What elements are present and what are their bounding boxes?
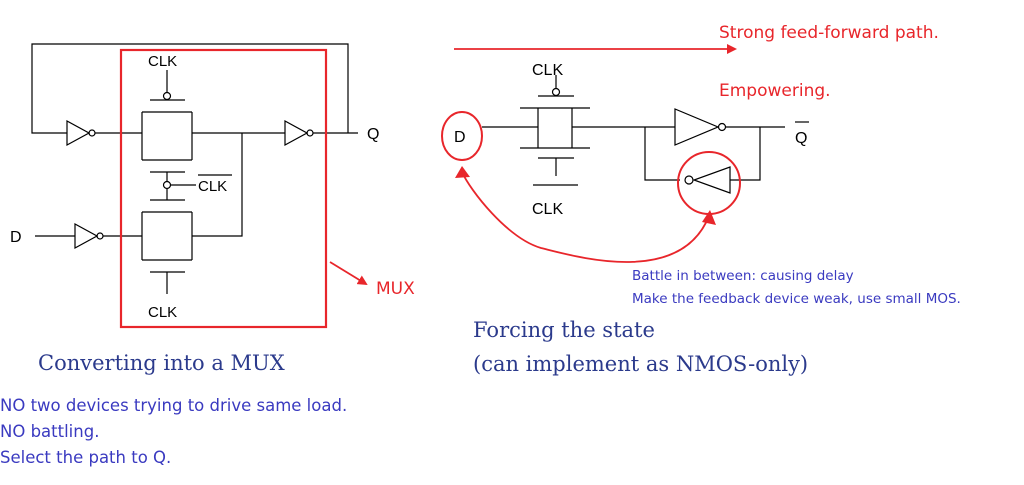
feedforward-text: Strong feed-forward path. bbox=[719, 23, 939, 43]
left-input-d-label: D bbox=[10, 229, 22, 246]
feedback-wire bbox=[31, 43, 349, 134]
mux-highlight-box bbox=[119, 48, 328, 329]
battle-text: Battle in between: causing delay bbox=[632, 268, 854, 284]
left-clk-top-label: CLK bbox=[148, 53, 177, 70]
right-transmission-gate-icon bbox=[520, 75, 590, 186]
top-transmission-gate-icon bbox=[141, 70, 193, 190]
left-mux-circuit bbox=[31, 43, 358, 294]
battle-curve-icon bbox=[461, 171, 710, 263]
feedback-inverter-weak-icon bbox=[684, 166, 731, 194]
right-input-d-label: D bbox=[454, 129, 466, 146]
d-input-highlight bbox=[441, 111, 483, 161]
note-item: NO battling. bbox=[0, 422, 100, 441]
left-clk-bar-label: CLK bbox=[198, 178, 227, 195]
notes-list: NO two devices trying to drive same load… bbox=[0, 393, 347, 471]
bottom-transmission-gate-icon bbox=[141, 189, 193, 294]
right-output-qbar-label: Q bbox=[795, 130, 807, 147]
left-caption: Converting into a MUX bbox=[38, 351, 285, 375]
mux-label: MUX bbox=[376, 279, 415, 299]
weak-feedback-text: Make the feedback device weak, use small… bbox=[632, 291, 961, 307]
note-item: NO two devices trying to drive same load… bbox=[0, 396, 348, 415]
input-inverter-icon bbox=[74, 222, 104, 250]
left-output-q-label: Q bbox=[367, 126, 379, 143]
feedback-inverter-icon bbox=[66, 119, 96, 147]
note-item: Select the path to Q. bbox=[0, 448, 172, 467]
empowering-text: Empowering. bbox=[719, 81, 831, 101]
battle-arrowhead-left-icon bbox=[455, 166, 470, 178]
output-inverter-icon bbox=[284, 119, 314, 147]
right-clk-top-label: CLK bbox=[532, 62, 563, 79]
right-clk-bottom-label: CLK bbox=[532, 201, 563, 218]
left-clk-bottom-label: CLK bbox=[148, 304, 177, 321]
battle-arrowhead-right-icon bbox=[702, 210, 716, 225]
right-caption-line1: Forcing the state bbox=[473, 318, 655, 342]
right-caption-line2: (can implement as NMOS-only) bbox=[473, 352, 808, 376]
mux-arrow-icon bbox=[329, 261, 368, 286]
forward-inverter-icon bbox=[674, 108, 727, 146]
